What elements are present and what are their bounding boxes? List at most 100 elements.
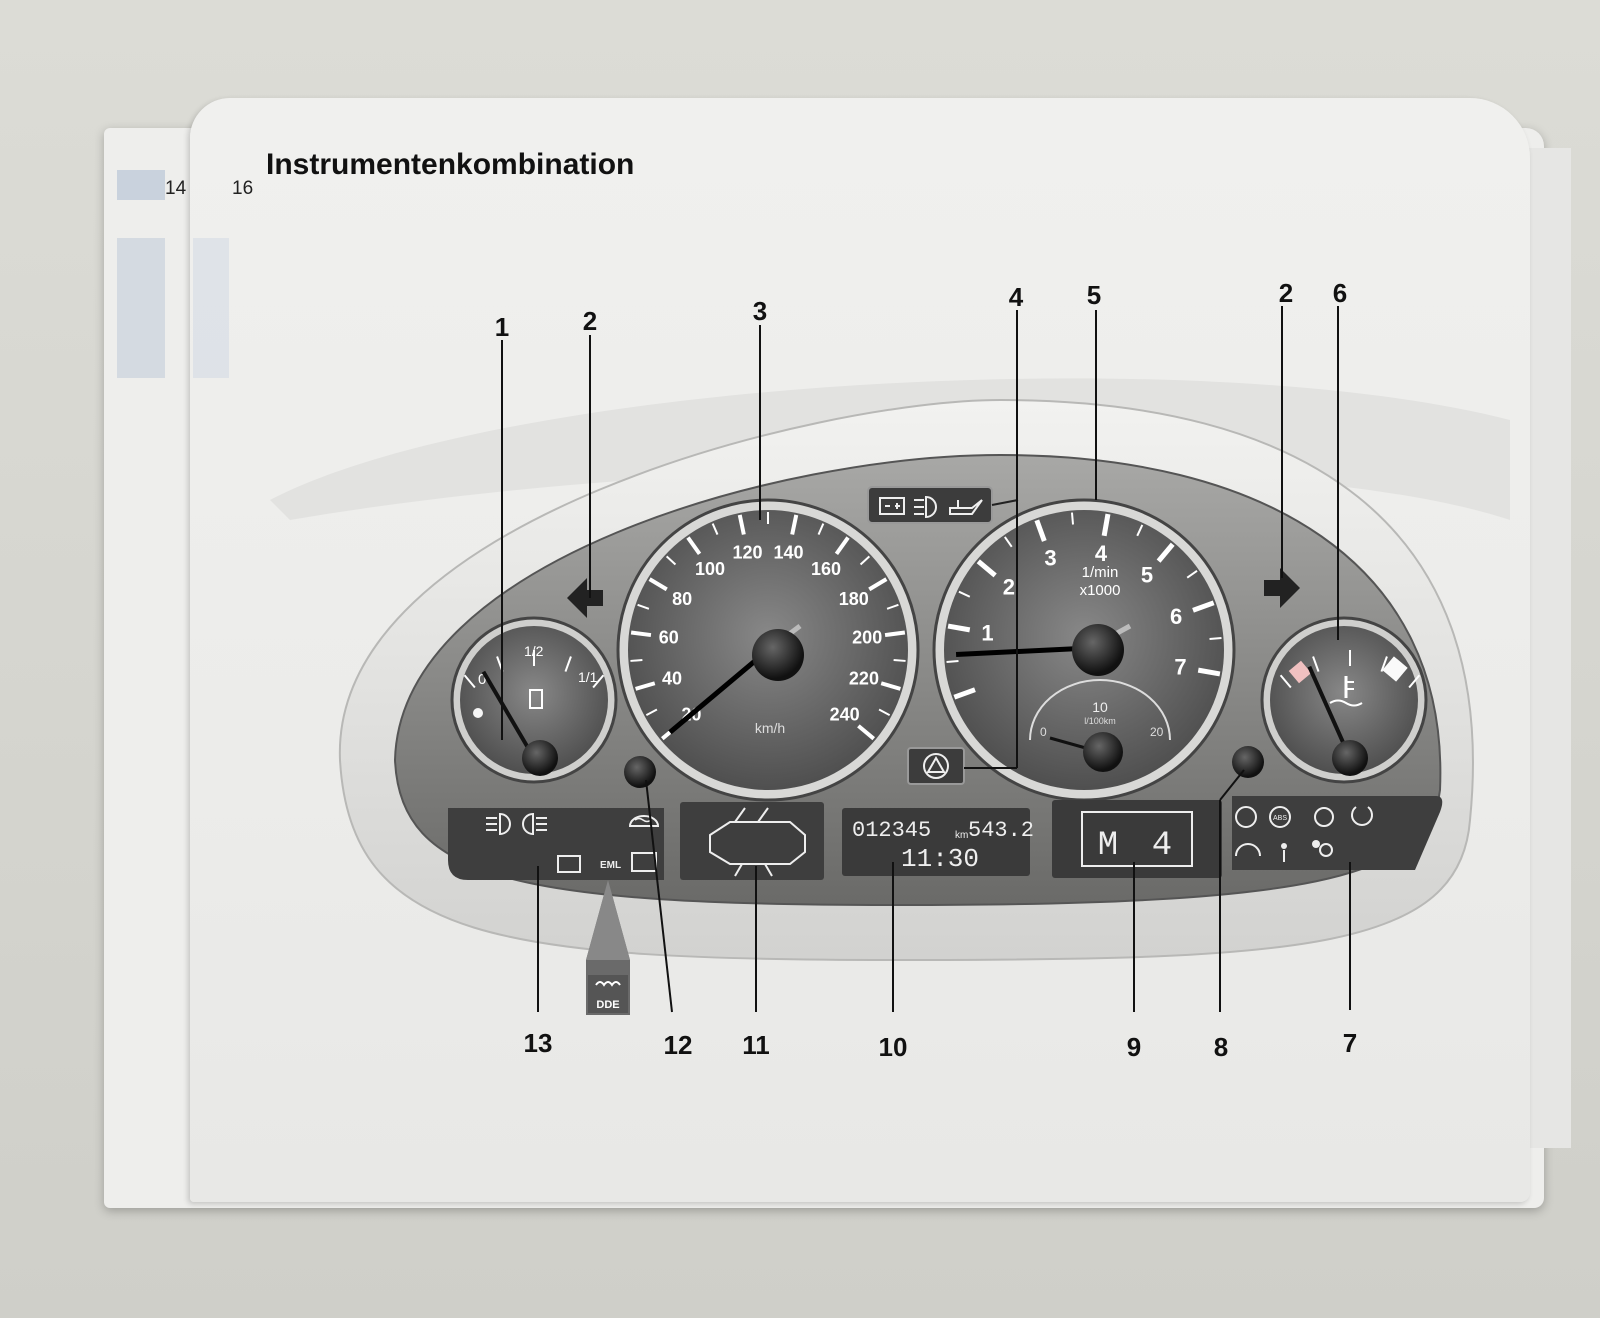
car-top-view-icon — [709, 821, 806, 865]
consumption-unit: l/100km — [1084, 716, 1116, 726]
speedometer-tick-label: 140 — [773, 542, 803, 562]
reset-button-right[interactable] — [1232, 746, 1264, 778]
tachometer-needle — [955, 645, 1091, 657]
seatbelt-icon — [1281, 843, 1287, 849]
reset-button-left[interactable] — [624, 756, 656, 788]
turn-right-arrow-icon — [1264, 568, 1300, 608]
tachometer-tick — [1101, 513, 1111, 537]
tachometer-ticks — [946, 512, 1222, 700]
fuel-reserve-lamp — [473, 708, 483, 718]
consumption-label-0: 0 — [1040, 725, 1047, 739]
left-page-number: 14 — [165, 178, 187, 199]
thumb-tab — [117, 170, 165, 200]
speedometer-tick-label: 120 — [732, 542, 762, 562]
speedometer-ticks — [630, 512, 906, 741]
warning-strip-right: ABS — [1232, 796, 1443, 870]
tachometer-tick — [947, 623, 971, 633]
front-fog-light-icon — [486, 812, 511, 836]
speedometer-tick-label: 240 — [830, 705, 860, 725]
page-number: 16 — [232, 178, 254, 199]
fuel-pump-icon — [529, 689, 543, 709]
speedometer-tick — [635, 681, 656, 691]
consumption-label-20: 20 — [1150, 725, 1164, 739]
rear-window-heat-icon — [628, 815, 660, 827]
speedometer-tick — [630, 658, 643, 662]
callout-12: 12 — [663, 1030, 693, 1060]
speedometer-tick — [893, 658, 906, 662]
tachometer-tick-label: 3 — [1044, 546, 1056, 571]
tire-pressure-icon — [1351, 806, 1373, 826]
page-thumb-tab — [193, 238, 229, 378]
tachometer-unit-line1: 1/min — [1082, 564, 1119, 581]
fuel-needle — [481, 670, 536, 760]
speedometer-tick-label: 100 — [695, 559, 725, 579]
speedometer: 20406080100120140160180200220240 km/h — [616, 498, 920, 802]
fuel-tick — [564, 656, 572, 672]
speedometer-tick — [637, 603, 650, 610]
callout-3: 3 — [752, 296, 768, 326]
engine-check-icon — [557, 855, 581, 873]
thumb-tab-lower — [117, 238, 165, 378]
temperature-tick — [1408, 674, 1421, 689]
leader-line-4-top — [991, 499, 1019, 506]
tachometer-tick — [1209, 636, 1222, 641]
callout-9: 9 — [1126, 1032, 1142, 1062]
fuel-needle-hub — [522, 740, 558, 776]
tachometer-tick — [1192, 600, 1215, 613]
oil-can-icon — [949, 499, 983, 515]
glow-plug-icon — [595, 981, 621, 987]
speedometer-tick — [665, 555, 677, 566]
fuel-tick — [463, 674, 476, 689]
temperature-gauge-ticks — [1279, 650, 1421, 689]
tachometer-tick-label: 1 — [981, 621, 993, 646]
top-indicator-panel — [867, 486, 993, 524]
odometer-lcd: 012345 km 543.2 11:30 — [842, 808, 1034, 876]
page-title: Instrumentenkombination — [266, 148, 635, 181]
callout-11: 11 — [742, 1030, 770, 1060]
speedometer-hub — [752, 629, 804, 681]
car-status-display — [680, 802, 824, 880]
speedometer-unit: km/h — [755, 720, 785, 736]
temperature-hot-zone — [1382, 656, 1408, 682]
speedometer-tick — [737, 514, 746, 535]
gear-number: 4 — [1152, 827, 1172, 865]
temperature-tick — [1279, 674, 1292, 689]
callout-6: 6 — [1332, 278, 1348, 308]
speedometer-tick — [857, 724, 875, 741]
callout-4: 4 — [1008, 282, 1024, 312]
airbag-icon — [1312, 840, 1320, 848]
warning-triangle-indicator — [907, 747, 965, 785]
callout-2-left: 2 — [582, 306, 598, 336]
callout-leader-lines — [501, 306, 1351, 1013]
speedometer-tick — [834, 536, 850, 556]
speedometer-tick-label: 220 — [849, 668, 879, 688]
tachometer-tick — [1070, 512, 1075, 525]
brake-pad-icon — [1314, 807, 1334, 827]
gear-mode: M — [1098, 827, 1118, 865]
callout-2-right: 2 — [1278, 278, 1294, 308]
tachometer-tick — [1004, 536, 1013, 548]
speedometer-tick-label: 80 — [672, 589, 692, 609]
fuel-gauge: 0 1/2 1/1 — [450, 616, 618, 784]
tachometer-tick — [1197, 667, 1221, 677]
dde-label: DDE — [596, 999, 619, 1011]
speedometer-tick — [686, 536, 702, 556]
warning-strip-left: EML — [448, 808, 664, 880]
speedometer-tick — [880, 681, 901, 691]
consumption-label-10: 10 — [1092, 699, 1108, 715]
speedometer-tick-label: 160 — [811, 559, 841, 579]
speedometer-tick — [884, 630, 906, 638]
headlight-icon — [914, 495, 937, 519]
rear-fog-light-icon — [522, 812, 547, 836]
dde-callout: DDE — [586, 880, 630, 1015]
tachometer-tick — [953, 687, 976, 700]
temperature-cold-zone — [1288, 660, 1312, 684]
speedometer-tick — [630, 630, 652, 638]
coolant-temperature-icon — [1329, 676, 1363, 707]
eml-indicator: EML — [600, 860, 621, 871]
temperature-needle-hub — [1332, 740, 1368, 776]
trip-unit: km — [955, 830, 968, 841]
consumption-gauge: 0 10 l/100km 20 — [1029, 679, 1171, 772]
